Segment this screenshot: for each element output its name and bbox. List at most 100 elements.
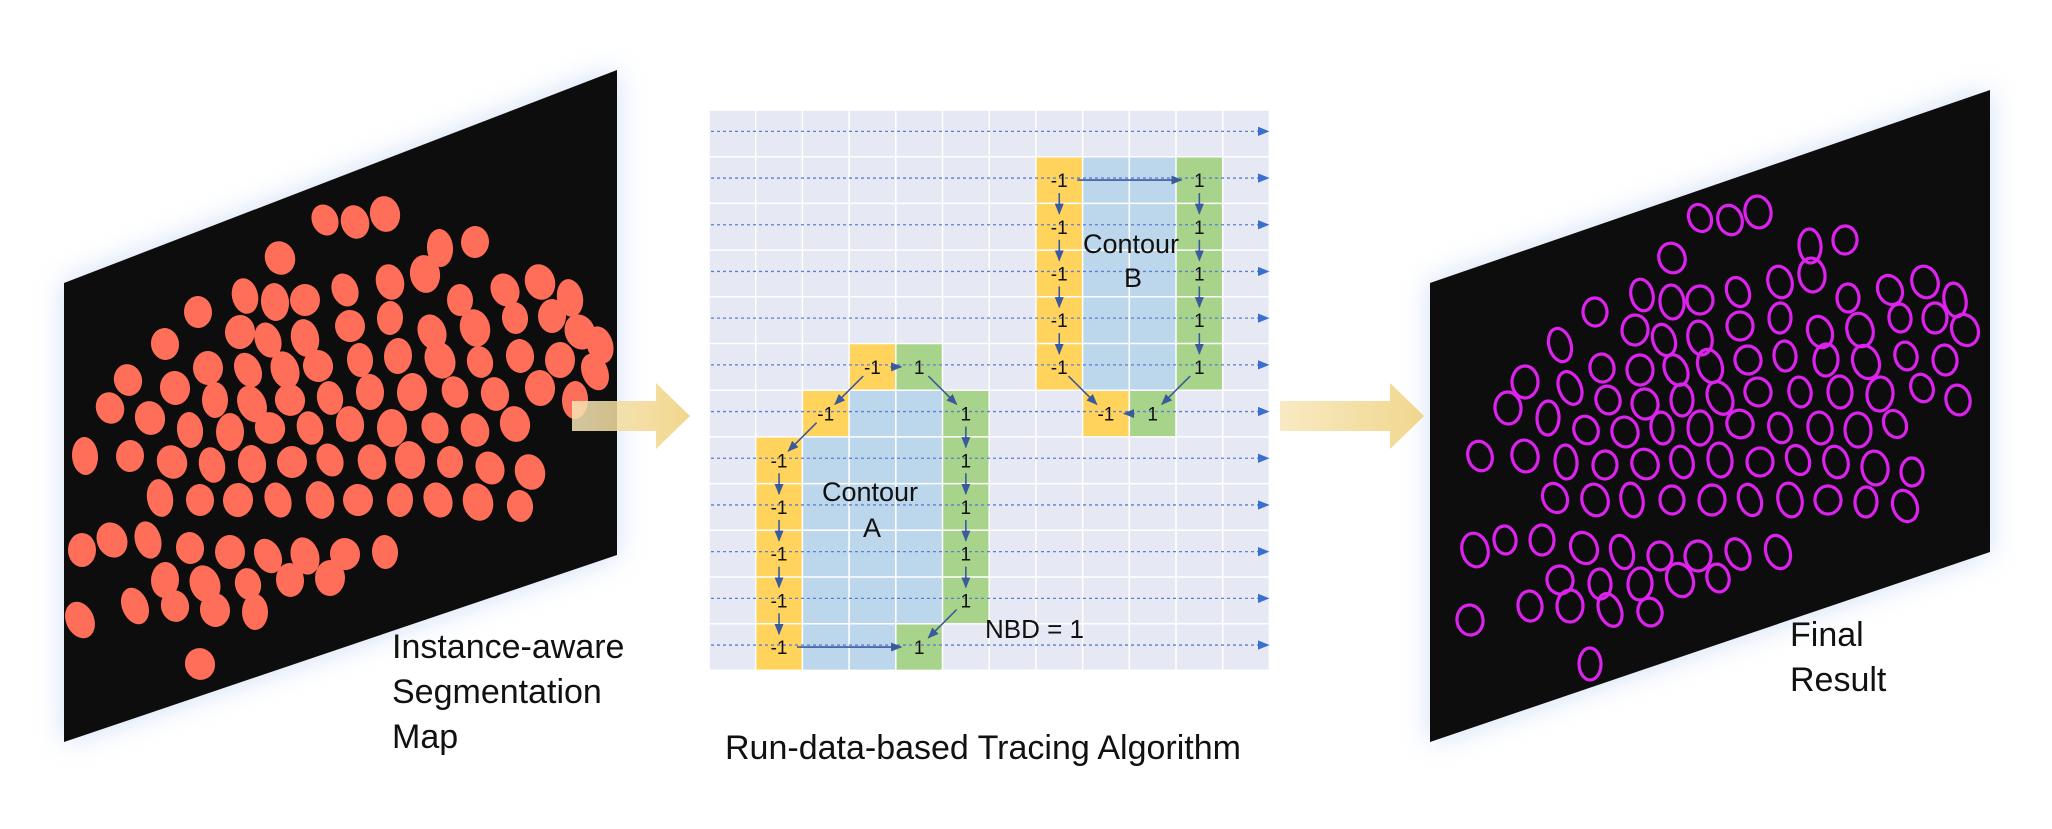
caption-line: Map (392, 718, 459, 756)
contour-ring (1705, 562, 1731, 594)
segmentation-map-panel (64, 70, 617, 742)
cell-value: -1 (771, 591, 788, 612)
interior-cell (1082, 203, 1130, 251)
contour-ring (1629, 277, 1655, 313)
segment-blob (394, 441, 426, 479)
nbd-label: NBD = 1 (985, 614, 1084, 644)
interior-cell (1129, 343, 1176, 391)
segment-blob (409, 255, 441, 293)
segment-blob (65, 601, 95, 639)
segment-blob (386, 483, 414, 517)
segment-blob (146, 479, 174, 517)
segment-blob (316, 381, 344, 415)
segment-blob (224, 315, 256, 349)
segment-blob (311, 204, 339, 236)
contour-ring (1619, 481, 1645, 519)
cell-value: 1 (1147, 405, 1158, 426)
segment-blob (421, 412, 449, 444)
segment-blob (342, 484, 374, 516)
cell-value: -1 (1097, 405, 1114, 426)
segment-blob (424, 341, 456, 379)
segment-blob (175, 532, 205, 564)
cell-value: -1 (1051, 171, 1068, 192)
segment-blob (355, 374, 385, 410)
contour-ring (1636, 596, 1664, 628)
segmentation-map-caption: Instance-aware Segmentation Map (392, 625, 624, 760)
caption-line: Instance-aware (392, 628, 625, 666)
segment-blob (201, 382, 229, 418)
segment-blob (334, 310, 366, 342)
contour-b-label-line1: Contour (1083, 229, 1179, 259)
contour-ring (1860, 449, 1890, 487)
contour-ring (1460, 531, 1490, 569)
segment-blob (480, 377, 510, 411)
grid-lines (708, 109, 1271, 672)
contour-ring (1686, 409, 1714, 447)
segment-blob (462, 483, 494, 521)
contour-ring (1697, 483, 1727, 517)
contour-ring (1649, 410, 1675, 446)
contour-ring (1546, 326, 1574, 364)
contour-ring (1540, 481, 1570, 515)
contour-ring (1931, 343, 1959, 377)
segment-blob (276, 446, 308, 478)
caption-line: Segmentation (392, 673, 602, 711)
interior-cell (1129, 203, 1176, 251)
segment-blob (335, 406, 365, 442)
interior-cell (1082, 296, 1130, 344)
interior-cell (895, 577, 943, 624)
segment-blob (423, 482, 453, 518)
contour-ring (1669, 444, 1695, 480)
segment-blob (524, 370, 556, 406)
contour-ring (1587, 567, 1613, 601)
segment-blob (329, 538, 361, 570)
contour-ring (1555, 588, 1585, 624)
segment-blob (499, 406, 531, 442)
contour-ring (1724, 275, 1752, 309)
contour-ring (1743, 376, 1773, 408)
contour-ring (1572, 414, 1600, 446)
segment-blob (383, 338, 413, 374)
cell-value: -1 (771, 638, 788, 659)
interior-cell (1082, 343, 1130, 391)
contour-ring (1466, 439, 1494, 473)
trace-arrows (774, 175, 1204, 652)
contour-ring (1516, 589, 1544, 623)
contour-ring (1725, 408, 1755, 440)
segment-blob (185, 484, 215, 516)
cell-value: -1 (1051, 264, 1068, 285)
contour-ring (1658, 484, 1686, 516)
contour-ring (1763, 533, 1793, 571)
contour-ring (1580, 482, 1610, 518)
segment-blob (289, 284, 321, 316)
segment-blob (514, 454, 546, 490)
interior-cell (802, 577, 850, 624)
interior-cell (895, 530, 943, 577)
segmentation-blobs (65, 196, 614, 680)
cell-value: 1 (1194, 358, 1205, 379)
contour-ring (1910, 264, 1940, 300)
contour-ring (1657, 241, 1687, 275)
segment-blob (260, 283, 290, 321)
contour-ring (1826, 374, 1854, 410)
cell-value: -1 (864, 358, 881, 379)
cell-value: -1 (817, 405, 834, 426)
contour-ring (1686, 319, 1714, 357)
contour-ring (1596, 592, 1624, 628)
contour-ring (1553, 443, 1579, 481)
cell-value: 1 (914, 638, 925, 659)
cell-value: 1 (961, 405, 972, 426)
segment-blob (233, 352, 263, 388)
interior-cell (802, 483, 850, 531)
segment-blob (426, 229, 454, 267)
contour-ring (1535, 399, 1561, 437)
segment-blob (524, 264, 556, 300)
contour-ring (1899, 456, 1925, 488)
contour-ring (1784, 443, 1812, 477)
contour-ring (1510, 438, 1540, 474)
interior-cell (895, 436, 943, 484)
segment-blob (296, 411, 324, 445)
interior-cell (849, 577, 896, 624)
contour-a-label-line1: Contour (822, 477, 918, 507)
segment-blob (275, 563, 305, 597)
